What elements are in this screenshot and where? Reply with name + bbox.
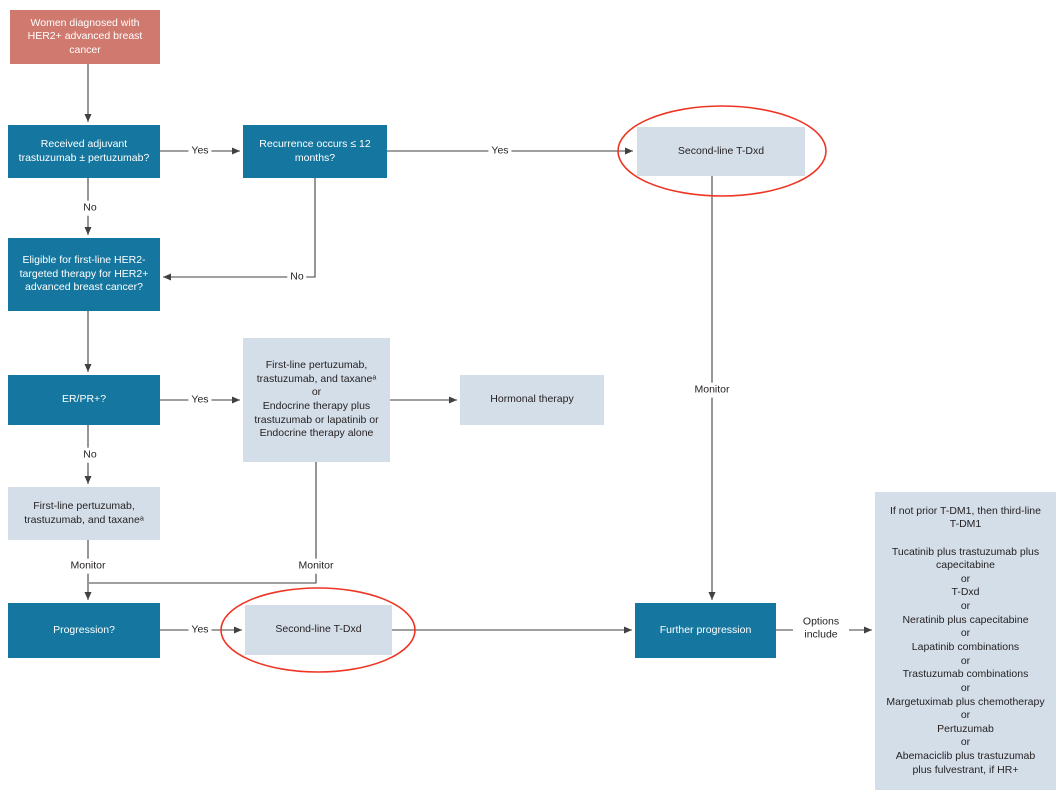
node-later-line-options: If not prior T-DM1, then third-line T-DM… <box>875 492 1056 790</box>
node-first-line-regimen: First-line pertuzumab, trastuzumab, and … <box>8 487 160 540</box>
node-er-pr-question: ER/PR+? <box>8 375 160 425</box>
node-further-progression: Further progression <box>635 603 776 658</box>
edge-label-adjuvant-yes: Yes <box>188 143 212 159</box>
edge-label-adjuvant-no: No <box>80 200 100 216</box>
node-first-line-or-endocrine-options: First-line pertuzumab, trastuzumab, and … <box>243 338 390 462</box>
node-progression-question: Progression? <box>8 603 160 658</box>
node-second-line-tdxd-top: Second-line T-Dxd <box>637 127 805 176</box>
edge-label-progression-yes: Yes <box>188 622 212 638</box>
edge-label-monitor-endocrine: Monitor <box>295 558 337 574</box>
node-received-adjuvant-question: Received adjuvant trastuzumab ± pertuzum… <box>8 125 160 178</box>
arrow-recurrence-no <box>163 178 316 281</box>
node-recurrence-question: Recurrence occurs ≤ 12 months? <box>243 125 387 178</box>
edge-label-monitor-second-line: Monitor <box>691 382 733 398</box>
node-second-line-tdxd-bottom: Second-line T-Dxd <box>245 605 392 655</box>
edge-label-recurrence-yes: Yes <box>488 143 512 159</box>
node-hormonal-therapy: Hormonal therapy <box>460 375 604 425</box>
edge-label-recurrence-no: No <box>287 269 307 285</box>
edge-label-erpr-no: No <box>80 447 100 463</box>
edge-label-options-include: Options include <box>793 614 849 642</box>
edge-label-monitor-first-line: Monitor <box>67 558 109 574</box>
node-eligible-first-line-question: Eligible for first-line HER2-targeted th… <box>8 238 160 311</box>
edge-label-erpr-yes: Yes <box>188 392 212 408</box>
node-women-diagnosed: Women diagnosed with HER2+ advanced brea… <box>10 10 160 64</box>
